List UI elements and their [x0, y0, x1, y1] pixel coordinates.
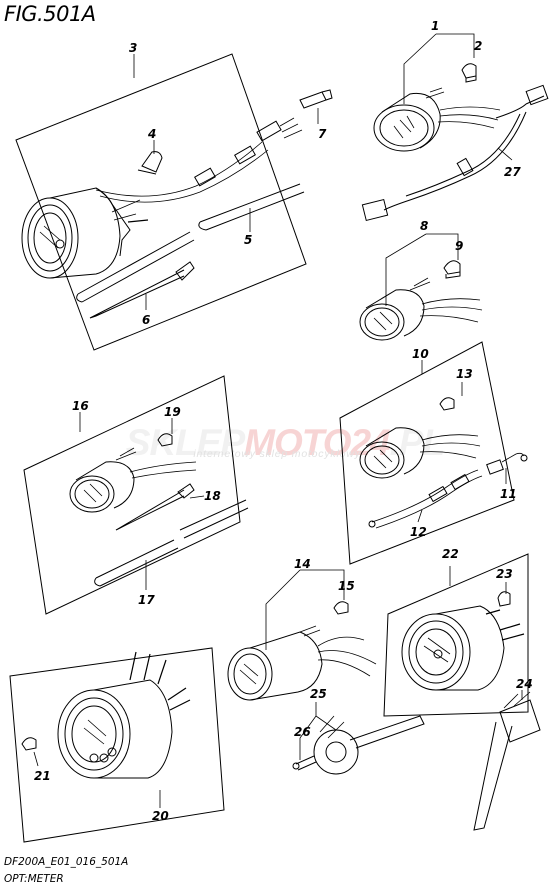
callout-5: 5 [244, 233, 252, 247]
callout-19: 19 [164, 405, 181, 419]
callout-13: 13 [456, 367, 473, 381]
group-box-22 [383, 553, 529, 717]
callout-2: 2 [474, 39, 482, 53]
screw-26-icon [292, 755, 317, 771]
callout-21: 21 [34, 769, 51, 783]
callout-16: 16 [72, 399, 89, 413]
gauge-16-assembly [69, 447, 197, 513]
gauge-3-assembly [21, 117, 303, 279]
callout-11: 11 [500, 487, 517, 501]
group-box-10 [339, 341, 515, 565]
callout-12: 12 [410, 525, 427, 539]
bulb-2-icon [461, 63, 477, 83]
model-code: DF200A_E01_016_501A [4, 856, 129, 868]
terminal-7-icon [299, 89, 333, 109]
gauge-1-assembly [361, 84, 549, 222]
callout-7: 7 [318, 127, 327, 141]
watermark-tagline: internetowy sklep motocyklowy [193, 448, 361, 460]
callout-22: 22 [442, 547, 459, 561]
group-box-16 [23, 375, 241, 615]
callout-1: 1 [431, 19, 439, 33]
callout-14: 14 [294, 557, 311, 571]
callout-26: 26 [294, 725, 311, 739]
callout-10: 10 [412, 347, 429, 361]
bulb-13-icon [439, 397, 455, 411]
leader-lines [33, 33, 523, 808]
gauge-8-assembly [359, 277, 483, 341]
tube-17 [94, 499, 249, 587]
callout-24: 24 [516, 677, 533, 691]
callout-18: 18 [204, 489, 221, 503]
bracket-24-assembly [473, 691, 541, 831]
bulb-15-icon [333, 601, 349, 615]
callout-4: 4 [147, 127, 156, 141]
bulb-23-icon [497, 591, 511, 607]
cable-tie-6 [89, 261, 195, 319]
callout-25: 25 [310, 687, 327, 701]
cable-tie-18 [115, 483, 195, 531]
callout-15: 15 [338, 579, 355, 593]
figure-title: FIG.501A [4, 2, 96, 26]
group-box-20 [9, 647, 225, 843]
callout-9: 9 [455, 239, 463, 253]
gauge-14-assembly [227, 625, 377, 701]
bulb-9-icon [443, 260, 461, 279]
callout-3: 3 [129, 41, 137, 55]
gauge-20-assembly [57, 651, 191, 779]
callout-8: 8 [420, 219, 428, 233]
figure-caption: OPT:METER [4, 873, 64, 885]
callout-20: 20 [152, 809, 169, 823]
callout-23: 23 [496, 567, 513, 581]
callout-17: 17 [138, 593, 155, 607]
tube-5 [76, 183, 305, 303]
gauge-22-assembly [401, 605, 525, 691]
gauge-10-assembly [359, 427, 528, 529]
callout-27: 27 [504, 165, 521, 179]
group-box-3 [15, 53, 307, 351]
mount-25-assembly [313, 715, 425, 775]
callout-6: 6 [142, 313, 150, 327]
bulb-21-icon [21, 737, 37, 751]
bulb-19-icon [157, 433, 173, 447]
bulb-4-icon [137, 151, 163, 175]
